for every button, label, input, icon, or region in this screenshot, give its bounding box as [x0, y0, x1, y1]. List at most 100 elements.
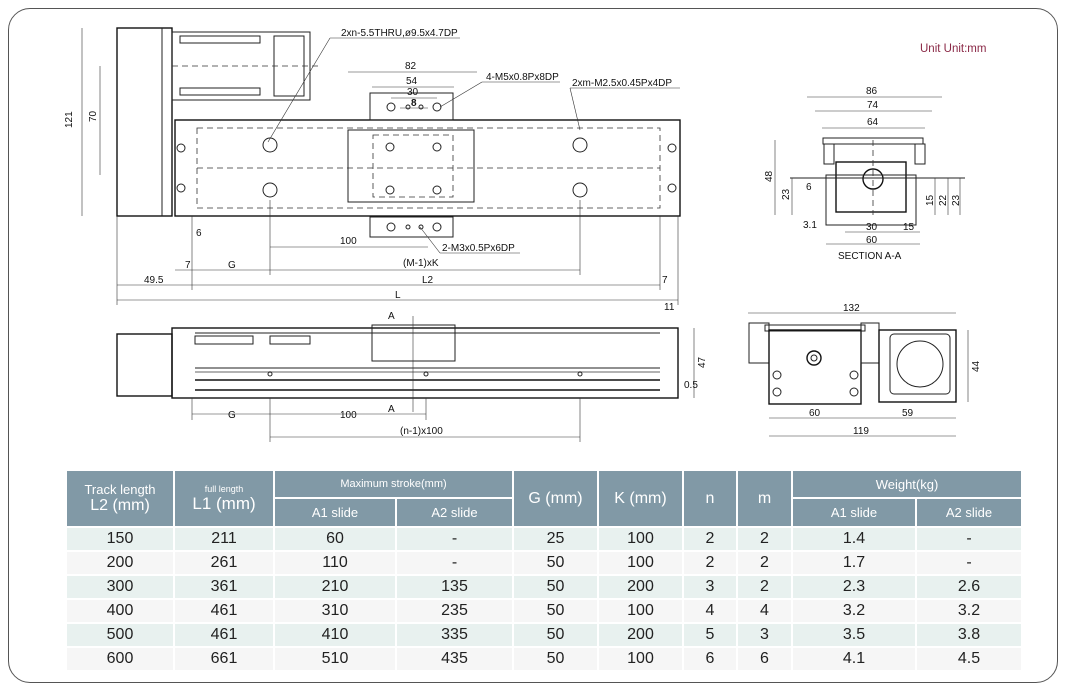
table-cell: 60: [275, 528, 395, 550]
dimension-label: L: [395, 290, 401, 301]
table-cell: 335: [397, 624, 512, 646]
dimension-label: 6: [196, 228, 202, 239]
table-cell: 2: [684, 552, 736, 574]
table-cell: 50: [514, 552, 597, 574]
dimension-label: 7: [185, 260, 191, 271]
header-max-stroke: Maximum stroke(mm): [275, 471, 512, 497]
dimension-label: G: [228, 410, 236, 421]
dimension-label: 100: [340, 410, 357, 421]
dimension-label: 0.5: [684, 380, 698, 391]
dimension-label: 7: [662, 275, 668, 286]
section-a-a: 86 74 64 48 23 6 3.1 30 15 60 15 22 23 S…: [764, 86, 965, 262]
table-cell: 261: [175, 552, 273, 574]
table-cell: 3: [684, 576, 736, 598]
table-cell: 100: [599, 528, 682, 550]
table-cell: 600: [67, 648, 173, 670]
dimension-label: 48: [764, 170, 775, 182]
table-cell: -: [917, 528, 1021, 550]
table-cell: 235: [397, 600, 512, 622]
table-cell: 661: [175, 648, 273, 670]
table-cell: 50: [514, 648, 597, 670]
dimension-label: 82: [405, 61, 417, 72]
table-cell: 3.2: [917, 600, 1021, 622]
table-cell: 150: [67, 528, 173, 550]
table-cell: 300: [67, 576, 173, 598]
table-cell: 510: [275, 648, 395, 670]
header-stroke-a2: A2 slide: [397, 499, 512, 526]
dimension-label: 3.1: [803, 220, 817, 231]
dimension-label: 2xn-5.5THRU,ø9.5x4.7DP: [341, 28, 458, 39]
header-g: G (mm): [514, 471, 597, 526]
table-cell: 500: [67, 624, 173, 646]
top-view: 121 70 2xn-5.5THRU,ø9.5x4.7DP 82 54 30 8…: [64, 27, 681, 313]
dimension-label: 6: [806, 182, 812, 193]
dimension-label: 119: [853, 426, 869, 437]
table-cell: 6: [738, 648, 791, 670]
table-cell: 50: [514, 576, 597, 598]
motor-body: [116, 27, 173, 217]
dimension-label: 121: [64, 111, 75, 128]
table-cell: 2: [738, 552, 791, 574]
carriage-top-block: [369, 92, 454, 121]
table-cell: 3.5: [793, 624, 915, 646]
dimension-label: A: [388, 404, 395, 415]
end-view: 132 44 60 59 119: [748, 303, 982, 437]
table-cell: 2.6: [917, 576, 1021, 598]
carriage: [347, 129, 475, 203]
table-cell: 100: [599, 600, 682, 622]
dimension-label: (n-1)x100: [400, 426, 443, 437]
carriage-bottom-block: [369, 216, 454, 238]
header-stroke-a1: A1 slide: [275, 499, 395, 526]
table-cell: 2: [738, 576, 791, 598]
table-cell: 5: [684, 624, 736, 646]
dimension-label: 8: [411, 98, 417, 109]
dimension-label: 44: [971, 360, 982, 372]
table-cell: -: [397, 528, 512, 550]
table-cell: 200: [67, 552, 173, 574]
table-cell: 435: [397, 648, 512, 670]
table-cell: 200: [599, 624, 682, 646]
dimension-label: 30: [866, 222, 878, 233]
dimension-label: 22: [938, 194, 949, 206]
header-n: n: [684, 471, 736, 526]
table-cell: 210: [275, 576, 395, 598]
dimension-label: 74: [867, 100, 879, 111]
table-cell: 310: [275, 600, 395, 622]
dimension-label: (M-1)xK: [403, 258, 439, 269]
table-cell: 4: [738, 600, 791, 622]
table-cell: 100: [599, 552, 682, 574]
side-view: A A G 100 (n-1)x100 47 0.5: [116, 311, 708, 442]
dimension-label: 64: [867, 117, 879, 128]
table-cell: 400: [67, 600, 173, 622]
dimension-label: G: [228, 260, 236, 271]
dimension-label: 132: [843, 303, 860, 314]
table-cell: 100: [599, 648, 682, 670]
table-cell: 50: [514, 624, 597, 646]
dimension-label: 86: [866, 86, 878, 97]
dimension-label: 100: [340, 236, 357, 247]
table-cell: 211: [175, 528, 273, 550]
table-cell: 1.4: [793, 528, 915, 550]
table-cell: 25: [514, 528, 597, 550]
dimension-label: A: [388, 311, 395, 322]
dimension-label: SECTION A-A: [838, 251, 902, 262]
table-cell: 3.2: [793, 600, 915, 622]
table-cell: 135: [397, 576, 512, 598]
dimension-label: 15: [903, 222, 915, 233]
table-cell: 461: [175, 600, 273, 622]
table-cell: -: [917, 552, 1021, 574]
table-cell: 4.1: [793, 648, 915, 670]
table-cell: 6: [684, 648, 736, 670]
dimension-label: 70: [88, 110, 99, 122]
dimension-label: 11: [664, 302, 675, 313]
table-cell: 410: [275, 624, 395, 646]
